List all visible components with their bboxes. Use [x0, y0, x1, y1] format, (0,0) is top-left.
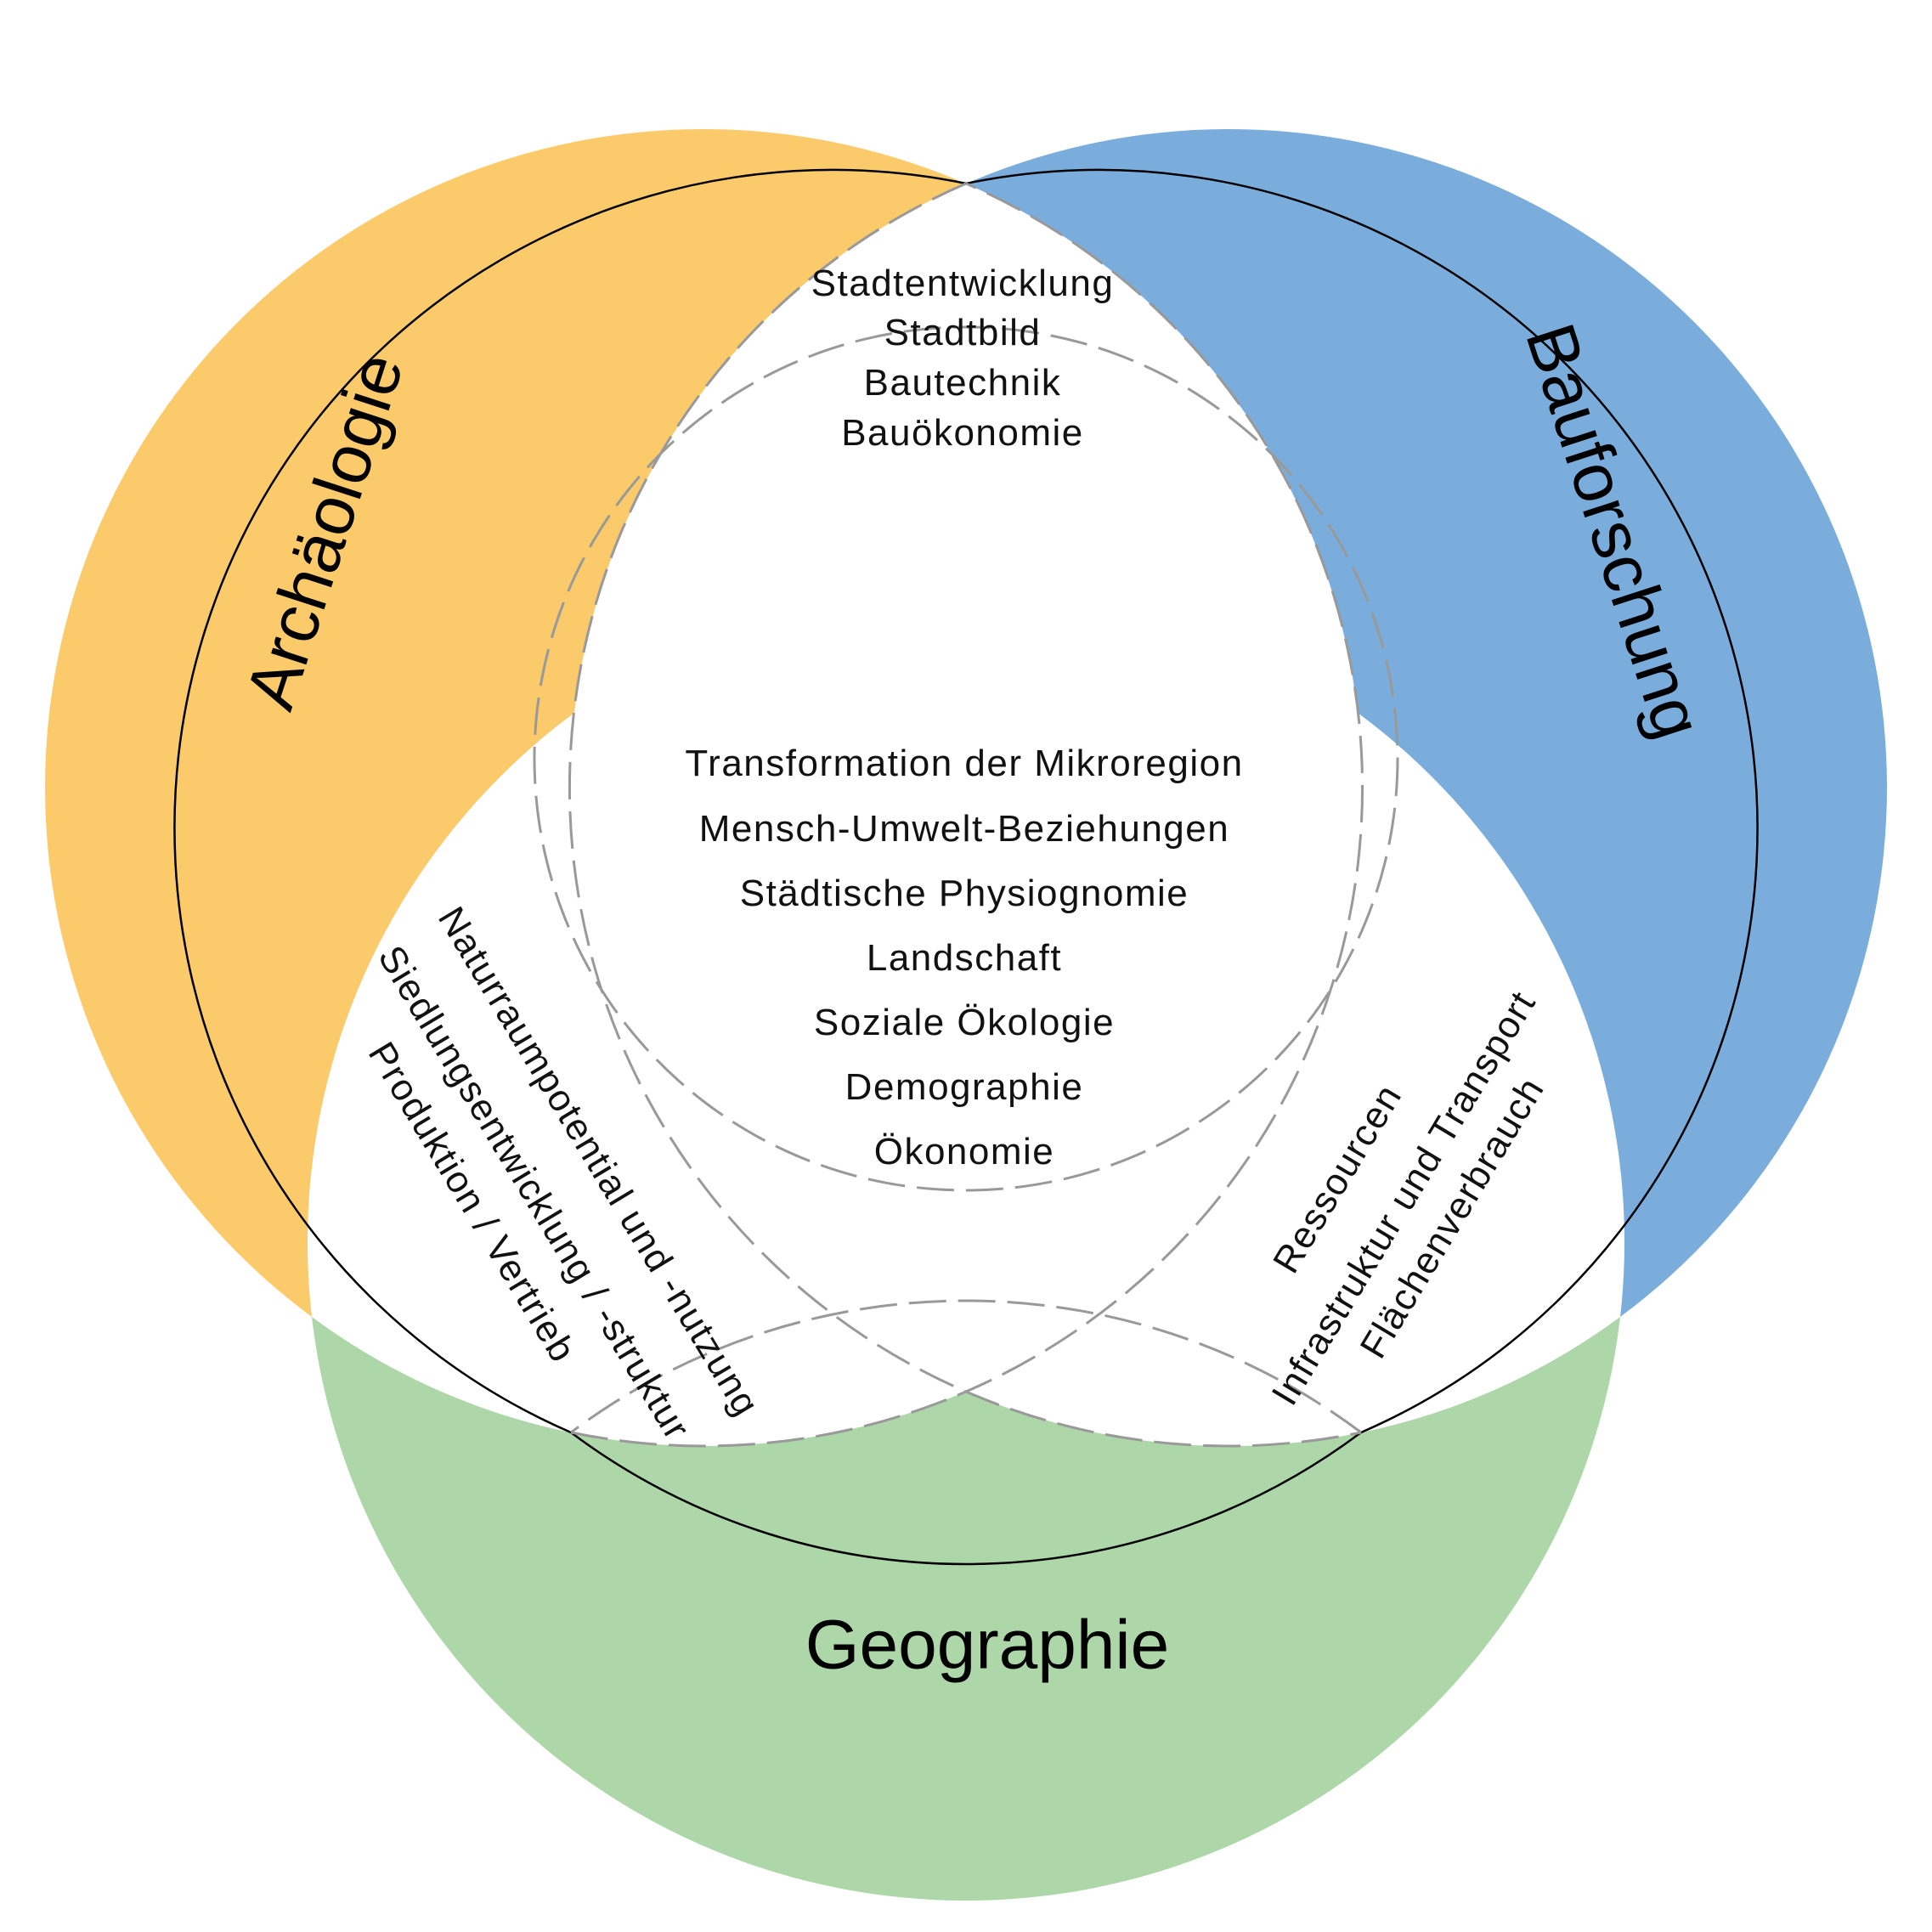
bauforschung-outer-arc: [965, 168, 1759, 1434]
topic-stadtentwicklung: Stadtentwicklung: [811, 263, 1115, 304]
archaeologie-inner-arc: [570, 182, 1364, 1448]
topic-staedtische-physiognomie: Städtische Physiognomie: [740, 873, 1189, 914]
topic-soziale-oekologie: Soziale Ökologie: [814, 1002, 1115, 1043]
archaeologie-outer-arc: [173, 168, 967, 1434]
geographie-inner-arc: [570, 1299, 1362, 1434]
topic-bautechnik: Bautechnik: [864, 362, 1062, 404]
region-archaeologie-bauforschung: Stadtentwicklung Stadtbild Bautechnik Ba…: [811, 263, 1115, 454]
overlap-bauforschung-geographie: [570, 584, 1624, 1446]
topic-transformation-mikroregion: Transformation der Mikroregion: [685, 743, 1243, 784]
topic-stadtbild: Stadtbild: [884, 312, 1042, 353]
geographie-label: Geographie: [805, 1607, 1170, 1684]
geographie-outer-arc: [570, 1431, 1362, 1566]
center-dashed-circle: [533, 325, 1399, 1192]
topic-oekonomie: Ökonomie: [874, 1131, 1055, 1172]
topic-landschaft: Landschaft: [867, 937, 1062, 979]
region-center: Transformation der Mikroregion Mensch-Um…: [685, 743, 1243, 1172]
topic-mensch-umwelt: Mensch-Umwelt-Beziehungen: [699, 808, 1229, 850]
topic-demographie: Demographie: [845, 1066, 1084, 1108]
topic-bauoekonomie: Bauökonomie: [841, 412, 1084, 454]
